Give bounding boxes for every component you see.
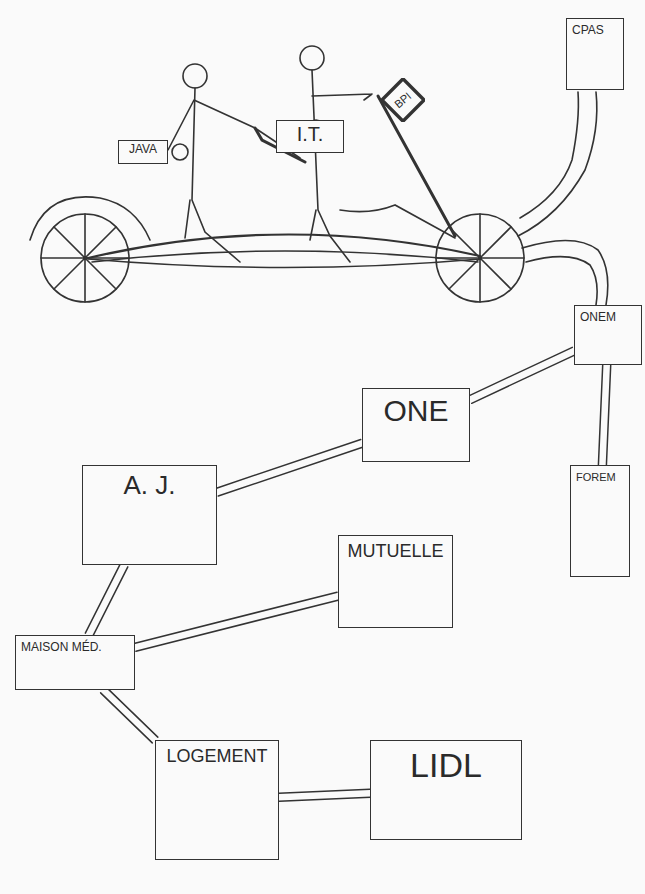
double-line-connector [85,563,127,637]
sketch-box: LOGEMENT [155,740,279,860]
box-label: LIDL [376,746,516,785]
sketch-box: FOREM [570,465,630,577]
sketch-box: MUTUELLE [338,535,453,628]
double-line-connector [101,687,158,743]
double-line-connector [598,365,610,465]
box-label: I.T. [282,123,338,146]
box-label: LOGEMENT [161,746,273,767]
sketch-box: MAISON MÉD. [15,635,135,690]
box-label: FOREM [576,471,624,484]
box-label: MAISON MÉD. [21,641,129,655]
sketch-box: A. J. [82,465,217,565]
double-line-connector [134,592,339,651]
double-line-connector [468,347,575,403]
sketch-box: ONEM [574,305,642,365]
sign-diamond: BPI [381,78,425,122]
double-line-connector [216,439,364,496]
sketch-box: JAVA [118,140,168,164]
sketch-box: CPAS [566,18,624,90]
box-label: MUTUELLE [344,541,447,562]
sketch-box: LIDL [370,740,522,840]
box-label: A. J. [88,471,211,501]
box-label: ONE [368,394,464,429]
sketch-box: ONE [362,388,470,462]
box-label: CPAS [572,24,618,38]
box-label: JAVA [124,143,162,157]
box-label: ONEM [580,311,636,325]
double-line-connector [279,789,370,801]
sketch-box: I.T. [276,120,344,153]
